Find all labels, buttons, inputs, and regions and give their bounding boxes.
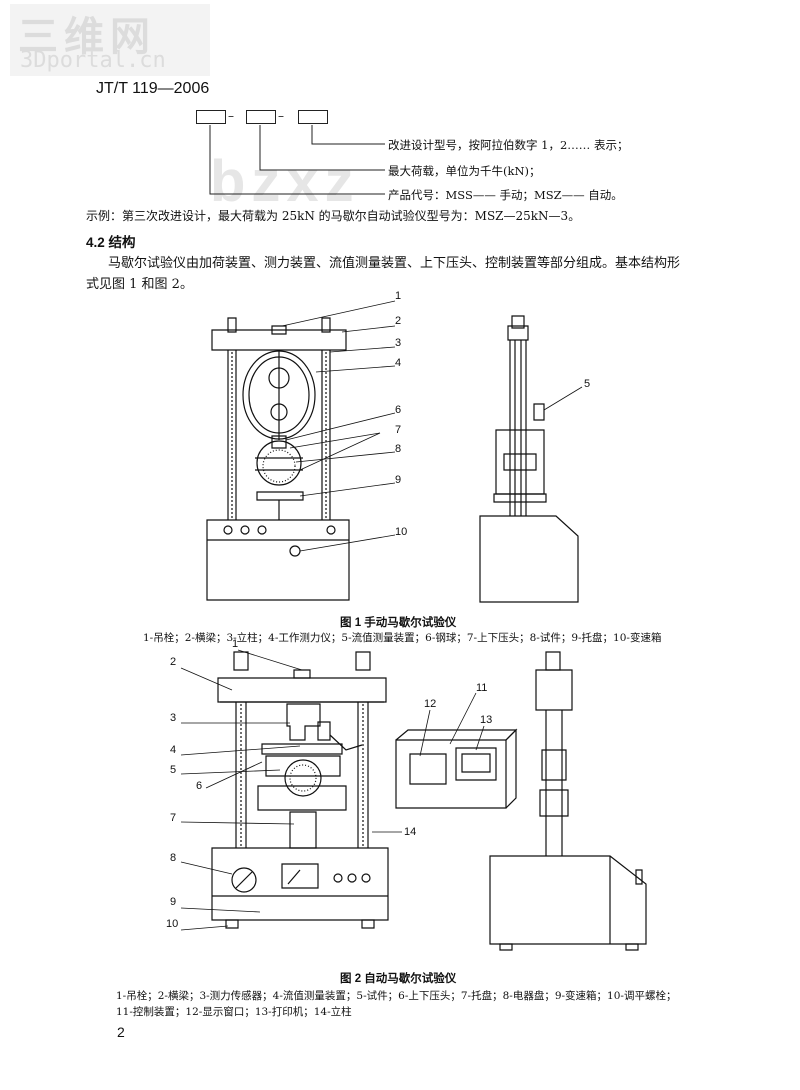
fig2-label-1: 1 <box>232 638 239 650</box>
section-heading: 4.2 结构 <box>86 235 136 250</box>
fig1-label-6: 6 <box>395 404 402 416</box>
fig2-label-11: 11 <box>476 682 488 694</box>
fig1-label-2: 2 <box>395 315 402 327</box>
figure2-legend-line-2: 11-控制装置；12-显示窗口；13-打印机；14-立柱 <box>116 1006 352 1018</box>
figure1-legend: 1-吊栓；2-横梁；3-立柱；4-工作测力仪；5-流值测量装置；6-钢球；7-上… <box>143 632 662 644</box>
fig1-leaders <box>282 301 582 551</box>
fig2-leaders <box>181 650 484 930</box>
fig2-control-unit <box>396 730 516 808</box>
fig1-label-5: 5 <box>584 378 591 390</box>
code-box-load <box>246 110 276 124</box>
watermark-overlay: bzxz <box>210 149 360 214</box>
section-paragraph-line-1: 马歇尔试验仪由加荷装置、测力装置、流值测量装置、上下压头、控制装置等部分组成。基… <box>108 256 681 271</box>
fig1-side-view <box>480 316 578 602</box>
figure2-legend-line-1: 1-吊栓；2-横梁；3-测力传感器；4-流值测量装置；5-试件；6-上下压头；7… <box>116 990 677 1002</box>
fig2-label-9: 9 <box>170 896 177 908</box>
fig1-label-9: 9 <box>395 474 402 486</box>
standard-code: JT/T 119—2006 <box>96 80 210 97</box>
example-text: 示例：第三次改进设计，最大荷载为 25kN 的马歇尔自动试验仪型号为：MSZ—2… <box>86 209 581 223</box>
fig2-label-7: 7 <box>170 812 177 824</box>
fig2-label-10: 10 <box>166 918 179 930</box>
fig1-label-3: 3 <box>395 337 402 349</box>
fig2-label-12: 12 <box>424 698 437 710</box>
fig2-label-3: 3 <box>170 712 177 724</box>
figure1-caption: 图 1 手动马歇尔试验仪 <box>340 617 457 629</box>
code-desc-load: 最大荷载，单位为千牛(kN)； <box>388 164 541 178</box>
code-dash-1: – <box>228 109 234 123</box>
fig2-label-2: 2 <box>170 656 177 668</box>
fig2-label-5: 5 <box>170 764 177 776</box>
code-dash-2: – <box>278 109 284 123</box>
watermark-logo-en: 3Dportal.cn <box>20 48 166 73</box>
fig2-front-view <box>212 652 388 928</box>
fig2-label-13: 13 <box>480 714 493 726</box>
code-box-design <box>298 110 328 124</box>
fig1-label-7: 7 <box>395 424 402 436</box>
fig1-front-view <box>207 318 349 600</box>
fig2-label-6: 6 <box>196 780 203 792</box>
fig1-label-10: 10 <box>395 526 408 538</box>
code-desc-product: 产品代号：MSS—— 手动；MSZ—— 自动。 <box>388 188 623 202</box>
fig2-label-14: 14 <box>404 826 417 838</box>
fig2-side-view <box>490 652 646 950</box>
watermark-logo: 三维网 3Dportal.cn <box>10 4 210 76</box>
code-box-product <box>196 110 226 124</box>
figure2-caption: 图 2 自动马歇尔试验仪 <box>340 973 457 985</box>
code-desc-design: 改进设计型号，按阿拉伯数字 1，2…… 表示； <box>388 138 629 152</box>
fig1-label-1: 1 <box>395 290 402 302</box>
fig2-label-4: 4 <box>170 744 177 756</box>
fig1-label-8: 8 <box>395 443 402 455</box>
fig1-label-4: 4 <box>395 357 402 369</box>
watermark-logo-cn: 三维网 <box>18 14 156 60</box>
section-paragraph-line-2: 式见图 1 和图 2。 <box>86 277 193 292</box>
fig2-label-8: 8 <box>170 852 177 864</box>
page-number: 2 <box>117 1024 125 1040</box>
